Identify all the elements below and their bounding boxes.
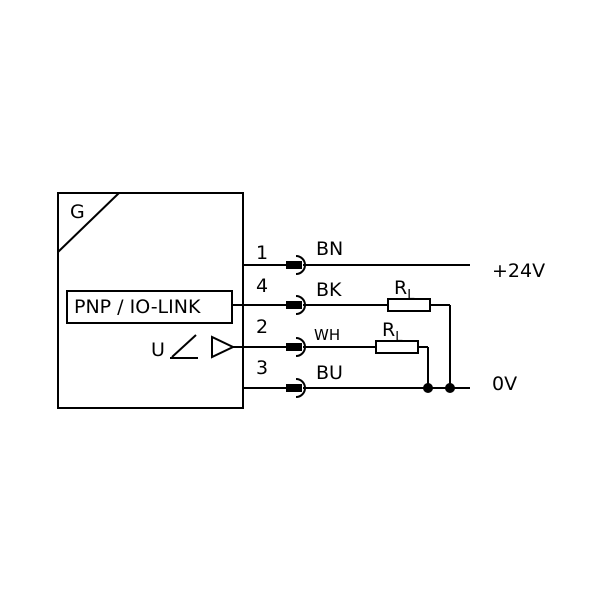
sensor-body <box>57 192 244 409</box>
connector-pin-2 <box>286 337 306 357</box>
load-resistor-2-label: RL <box>382 319 403 345</box>
analog-output-triangle-icon <box>211 335 236 359</box>
sensor-g-label: G <box>70 201 85 223</box>
supply-ground-label: 0V <box>492 373 517 395</box>
wire-label-bk: BK <box>316 279 342 301</box>
pin-number-1: 1 <box>256 242 268 264</box>
pin-number-4: 4 <box>256 275 268 297</box>
wire-label-bu: BU <box>316 362 343 384</box>
output-box <box>66 290 233 324</box>
junction-dot-bk <box>445 383 455 393</box>
wire-label-wh: WH <box>314 326 340 344</box>
connector-pin-3 <box>286 378 306 398</box>
junction-dot-wh <box>423 383 433 393</box>
load-resistor-1 <box>387 298 431 312</box>
load-resistor-2 <box>375 340 419 354</box>
pin-number-2: 2 <box>256 316 268 338</box>
analog-u-label: U <box>151 339 165 361</box>
pin-number-3: 3 <box>256 357 268 379</box>
wire-label-bn: BN <box>316 238 343 260</box>
connector-pin-1 <box>286 255 306 275</box>
analog-ramp-icon <box>170 334 198 359</box>
connector-pin-4 <box>286 295 306 315</box>
sensor-housing <box>57 192 244 409</box>
load-resistor-1-label: RL <box>394 277 415 303</box>
output-box-label: PNP / IO-LINK <box>74 296 201 318</box>
sensor-corner-diagonal <box>57 192 120 253</box>
supply-positive-label: +24V <box>492 260 545 282</box>
